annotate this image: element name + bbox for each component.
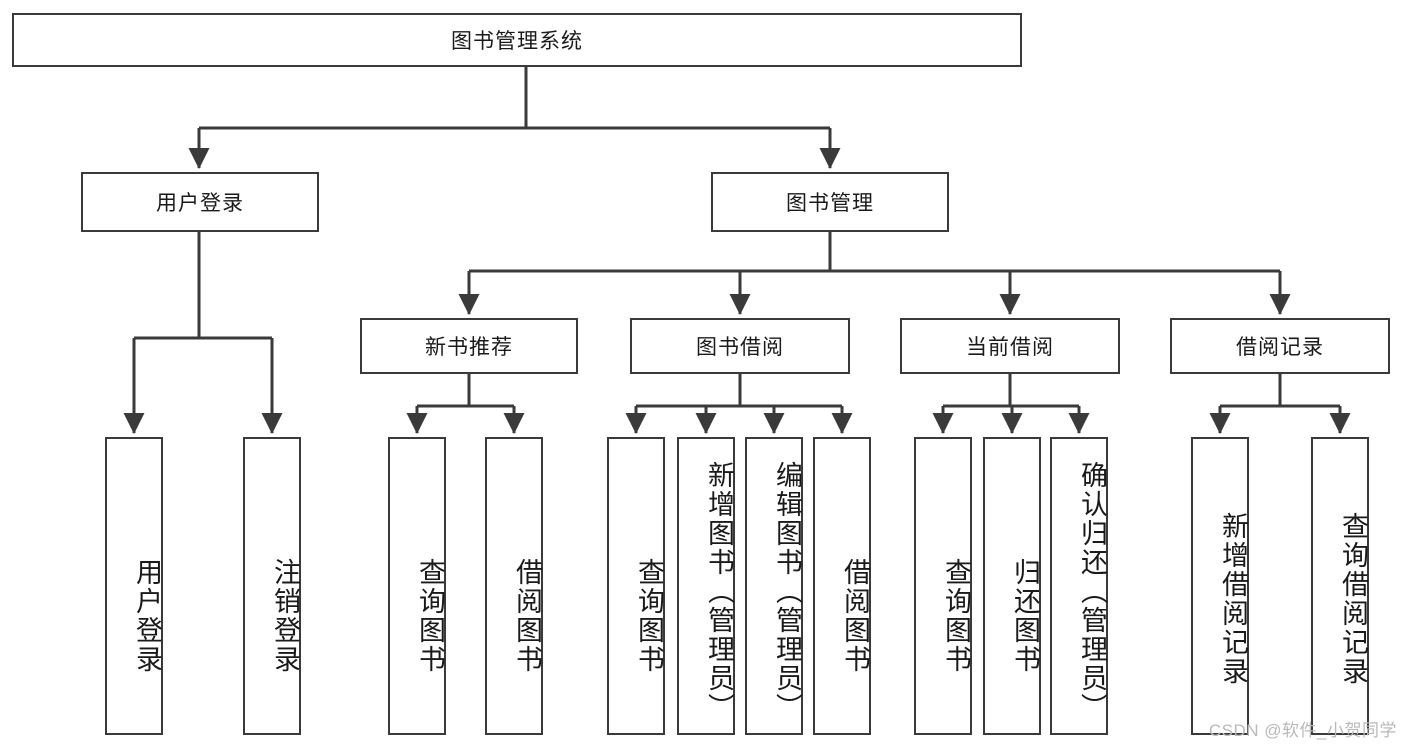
node-leaf-logout-label: 注销登录: [270, 558, 300, 674]
node-current-borrow[interactable]: 当前借阅: [900, 318, 1120, 374]
node-leaf-confirm-return[interactable]: 确认归还（管理员）: [1050, 437, 1108, 735]
node-user-login-label: 用户登录: [156, 192, 244, 215]
node-borrow-record-label: 借阅记录: [1236, 336, 1324, 359]
node-leaf-return-book-label: 归还图书: [1010, 558, 1040, 674]
node-leaf-query-record-label: 查询借阅记录: [1338, 512, 1368, 686]
node-leaf-add-book-label: 新增图书（管理员）: [704, 460, 734, 722]
node-leaf-borrow-book-bb-label: 借阅图书: [840, 558, 870, 674]
node-leaf-confirm-return-label: 确认归还（管理员）: [1077, 460, 1107, 722]
node-root-label: 图书管理系统: [451, 30, 583, 53]
node-borrow-record[interactable]: 借阅记录: [1170, 318, 1390, 374]
node-root[interactable]: 图书管理系统: [12, 13, 1022, 67]
node-new-book-rec-label: 新书推荐: [425, 336, 513, 359]
node-leaf-edit-book[interactable]: 编辑图书（管理员）: [745, 437, 803, 735]
node-leaf-query-book-rec-label: 查询图书: [415, 558, 445, 674]
node-book-borrow[interactable]: 图书借阅: [630, 318, 850, 374]
node-leaf-query-book-bb-label: 查询图书: [634, 558, 664, 674]
node-leaf-query-book-rec[interactable]: 查询图书: [388, 437, 446, 735]
node-leaf-borrow-book-rec[interactable]: 借阅图书: [485, 437, 543, 735]
node-leaf-add-book[interactable]: 新增图书（管理员）: [677, 437, 735, 735]
node-leaf-edit-book-label: 编辑图书（管理员）: [772, 460, 802, 722]
node-leaf-return-book[interactable]: 归还图书: [983, 437, 1041, 735]
node-leaf-user-login[interactable]: 用户登录: [105, 437, 163, 735]
node-leaf-borrow-book-bb[interactable]: 借阅图书: [813, 437, 871, 735]
node-leaf-borrow-book-rec-label: 借阅图书: [512, 558, 542, 674]
node-book-manage[interactable]: 图书管理: [711, 172, 949, 232]
node-leaf-add-record[interactable]: 新增借阅记录: [1191, 437, 1249, 735]
node-leaf-add-record-label: 新增借阅记录: [1218, 512, 1248, 686]
node-leaf-query-book-bb[interactable]: 查询图书: [607, 437, 665, 735]
node-current-borrow-label: 当前借阅: [966, 336, 1054, 359]
node-leaf-logout[interactable]: 注销登录: [243, 437, 301, 735]
node-leaf-query-book-cb-label: 查询图书: [941, 558, 971, 674]
watermark: CSDN @软件_小贺同学: [1208, 721, 1397, 740]
node-book-manage-label: 图书管理: [786, 192, 874, 215]
node-book-borrow-label: 图书借阅: [696, 336, 784, 359]
node-user-login[interactable]: 用户登录: [81, 172, 319, 232]
node-new-book-rec[interactable]: 新书推荐: [360, 318, 578, 374]
node-leaf-query-record[interactable]: 查询借阅记录: [1311, 437, 1369, 735]
node-leaf-user-login-label: 用户登录: [132, 558, 162, 674]
node-leaf-query-book-cb[interactable]: 查询图书: [914, 437, 972, 735]
